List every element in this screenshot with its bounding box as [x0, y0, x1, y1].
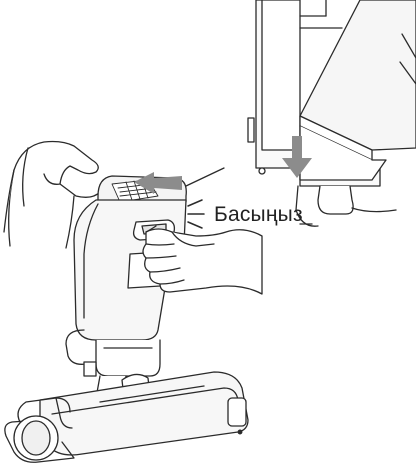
right-hand-drawing: [143, 226, 262, 294]
press-instruction-label: Басыңыз: [214, 203, 303, 227]
callout-line: [186, 168, 224, 186]
press-lines-icon: [188, 200, 204, 228]
inset-dustbin-diagram: [248, 0, 416, 226]
floor-brush-drawing: [5, 372, 248, 462]
